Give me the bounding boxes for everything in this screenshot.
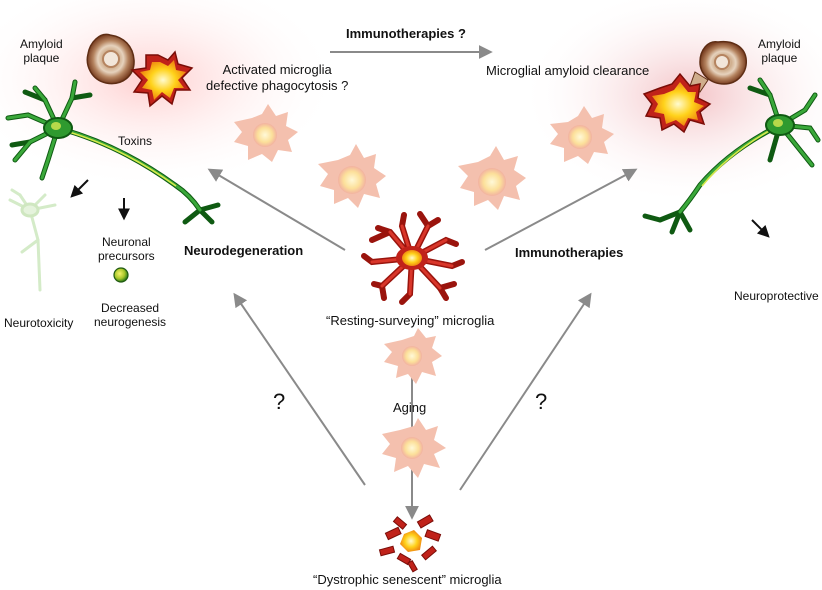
label-amyloid-plaque-right: Amyloid plaque <box>758 37 801 65</box>
label-decreased-neurogenesis: Decreased neurogenesis <box>94 301 167 329</box>
arrow-to-neurodegeneration <box>207 168 346 251</box>
arrow-neuroprotective <box>751 219 770 238</box>
label-amyloid-plaque-left: Amyloid plaque <box>20 37 63 65</box>
arrow-to-immunotherapies <box>484 168 638 251</box>
activated-microglia-icon <box>130 50 194 108</box>
activated-microglia-icon <box>642 72 712 134</box>
dystrophic-microglia-icon <box>378 514 442 573</box>
label-immunotherapies-question: Immunotherapies ? <box>346 26 466 41</box>
label-resting-surveying: “Resting-surveying” microglia <box>326 313 495 328</box>
resting-microglia-icon <box>361 211 465 305</box>
faded-neuron-icon <box>8 188 57 292</box>
label-immunotherapies: Immunotherapies <box>515 245 624 260</box>
neuron-icon <box>642 77 821 235</box>
label-neurodegeneration: Neurodegeneration <box>184 243 304 258</box>
arrow-neurotoxicity <box>70 179 89 198</box>
effect-arrows <box>70 179 770 238</box>
pale-microglia-icon <box>550 106 614 164</box>
label-question-right: ? <box>535 389 548 414</box>
pale-microglia-group <box>234 104 614 478</box>
pale-microglia-icon <box>318 144 386 208</box>
label-dystrophic-senescent: “Dystrophic senescent” microglia <box>313 572 502 587</box>
label-microglial-clearance: Microglial amyloid clearance <box>486 63 650 78</box>
aging-microglia-icon <box>382 418 446 478</box>
aging-microglia-icon <box>384 328 442 384</box>
neuronal-precursor-icon <box>113 267 129 283</box>
pale-microglia-icon <box>458 146 526 210</box>
label-aging: Aging <box>393 400 427 415</box>
label-question-left: ? <box>273 389 286 414</box>
neuron-icon <box>5 79 221 225</box>
amyloid-plaque-icon <box>86 33 135 85</box>
label-toxins: Toxins <box>118 134 153 148</box>
pale-microglia-icon <box>234 104 298 162</box>
label-activated-microglia: Activated microglia defective phagocytos… <box>206 62 349 93</box>
label-neuroprotective: Neuroprotective <box>734 289 819 303</box>
arrow-dystrophic-to-neuroprotection <box>459 292 592 491</box>
label-neuronal-precursors: Neuronal precursors <box>98 235 155 263</box>
arrow-dystrophic-to-neurodegeneration <box>233 292 366 486</box>
label-neurotoxicity: Neurotoxicity <box>4 316 74 330</box>
